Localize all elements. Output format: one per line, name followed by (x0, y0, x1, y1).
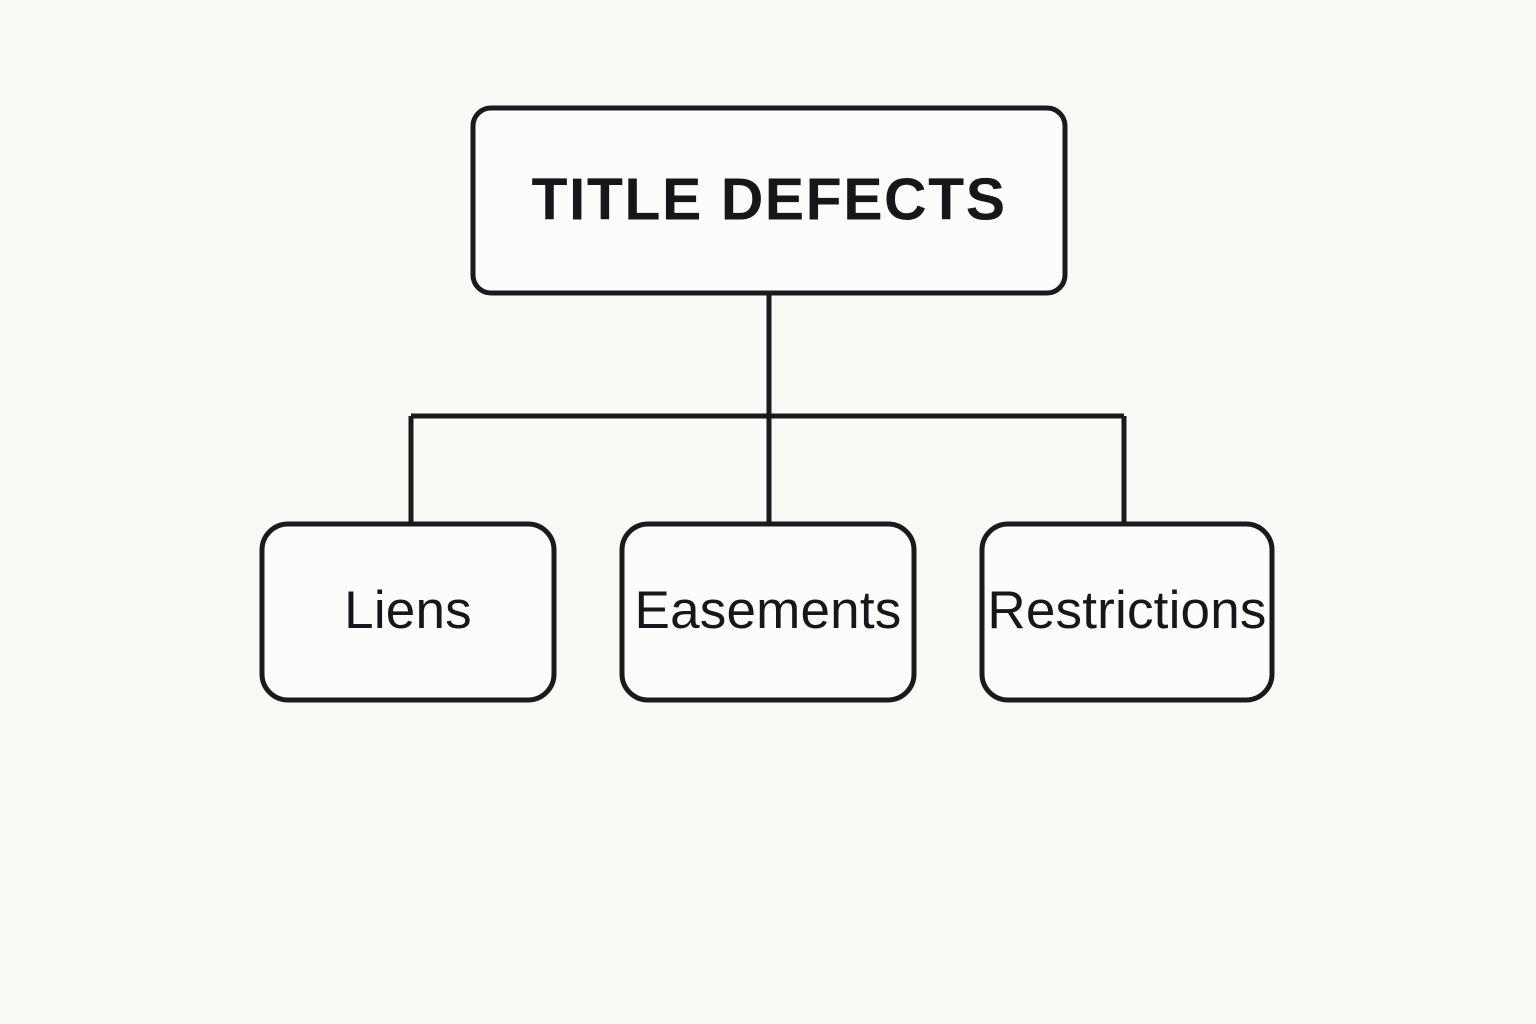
node-easements[interactable]: Easements (619, 521, 917, 703)
node-label-restrictions: Restrictions (987, 581, 1266, 640)
node-label-easements: Easements (635, 581, 902, 640)
node-title-defects[interactable]: TITLE DEFECTS (470, 105, 1068, 296)
node-box-liens[interactable] (259, 521, 557, 703)
connector-group (408, 293, 1127, 524)
node-box-restrictions[interactable] (979, 521, 1275, 703)
node-box-easements[interactable] (619, 521, 917, 703)
node-liens[interactable]: Liens (259, 521, 557, 703)
node-box-title-defects[interactable] (470, 105, 1068, 296)
node-restrictions[interactable]: Restrictions (979, 521, 1275, 703)
node-label-title-defects: TITLE DEFECTS (531, 167, 1006, 233)
node-label-liens: Liens (344, 581, 472, 640)
